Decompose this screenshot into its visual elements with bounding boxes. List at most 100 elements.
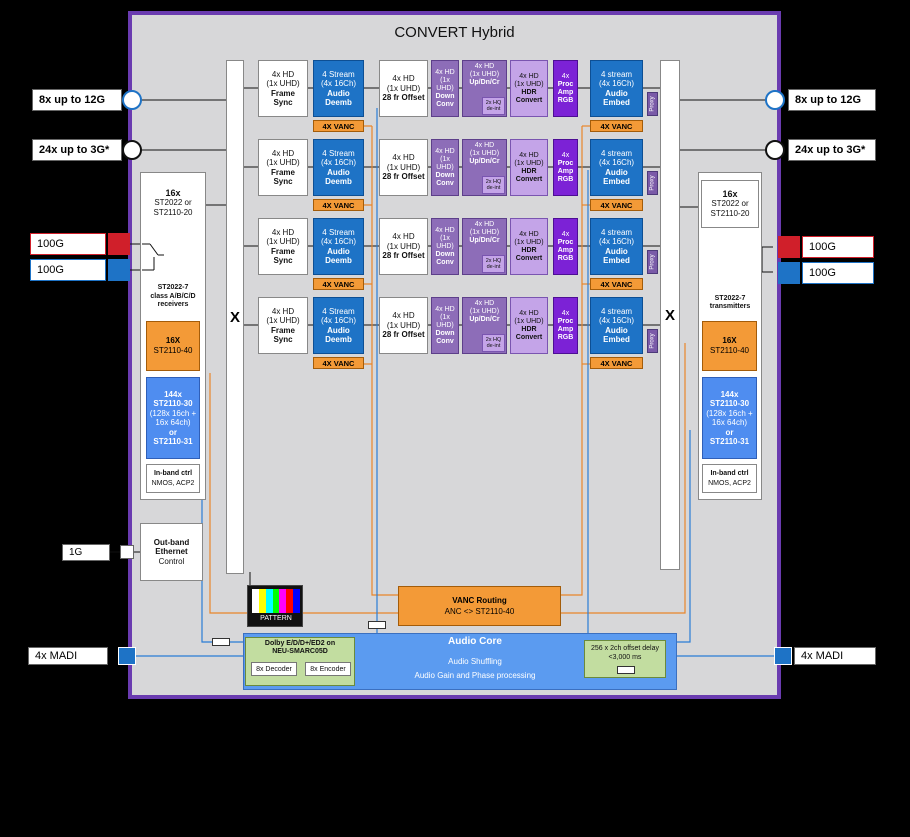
down-converter-text: (1x UHD)	[436, 155, 454, 171]
up-down-cross-converter-text: Up/Dn/Cr	[469, 316, 500, 323]
audio-deemb-text: (4x 16Ch)	[320, 158, 357, 167]
ethernet-port-icon	[120, 545, 134, 559]
hdr-converter-text: Convert	[515, 96, 543, 104]
audio-core-title: Audio Core	[448, 636, 502, 647]
left-st2110-40-block: 16X ST2110-40	[146, 321, 200, 371]
output-router-bar: X	[660, 60, 680, 570]
network-port-icon	[108, 233, 130, 255]
audio-embed-text: Embed	[603, 335, 630, 344]
receivers-line3: receivers	[157, 301, 189, 309]
frame-sync-text: Sync	[273, 98, 293, 107]
up-down-cross-converter-text: (1x UHD)	[469, 308, 500, 315]
vanc-insert-2: 4X VANC	[590, 199, 643, 211]
hdr-converter-text: (1x UHD)	[514, 159, 544, 167]
frame-offset-3: 4x HD(1x UHD)28 fr Offset	[379, 218, 428, 275]
frame-offset-text: 28 fr Offset	[382, 172, 425, 182]
input-100g-b: 100G	[30, 259, 106, 281]
down-converter-text: Down	[435, 329, 455, 337]
frame-offset-text: (1x UHD)	[386, 241, 421, 251]
left-st2110-40-count: 16X	[165, 336, 181, 345]
pattern-generator: PATTERN	[247, 585, 303, 627]
audio-core-line2: Audio Gain and Phase processing	[414, 671, 536, 680]
input-100g-a: 100G	[30, 233, 106, 255]
right-st2110-40-block: 16X ST2110-40	[702, 321, 757, 371]
frame-offset-text: 4x HD	[392, 311, 415, 321]
input-12g-label: 8x up to 12G	[32, 89, 122, 111]
hdr-converter-text: 4x HD	[519, 309, 539, 317]
proxy-text: Proxy	[649, 175, 656, 191]
frame-offset-1: 4x HD(1x UHD)28 fr Offset	[379, 60, 428, 117]
hdr-converter-text: 4x HD	[519, 151, 539, 159]
input-router-bar: X	[226, 60, 244, 574]
output-3g-label: 24x up to 3G*	[788, 139, 876, 161]
pattern-label: PATTERN	[260, 615, 292, 622]
audio-embed-text: (4x 16Ch)	[598, 316, 635, 325]
hdr-converter-text: HDR	[521, 167, 537, 175]
audio-embed-text: Audio	[605, 246, 628, 256]
vanc-extract-3: 4X VANC	[313, 278, 364, 290]
frame-sync-text: Sync	[273, 177, 293, 186]
outband-line1: Out-band	[153, 537, 190, 547]
down-converter-text: 4x HD	[435, 305, 455, 313]
frame-sync-text: (1x UHD)	[266, 79, 300, 88]
frame-offset-text: 28 fr Offset	[382, 93, 425, 103]
proc-amp-text: 4x	[561, 309, 570, 317]
hdr-converter-text: 4x HD	[519, 72, 539, 80]
delay-icon	[617, 666, 635, 674]
bnc-connector-icon	[122, 90, 142, 110]
receivers-line2: class A/B/C/D	[150, 292, 196, 300]
proc-amp-text: Proc	[557, 80, 574, 88]
proc-amp-text: Amp	[557, 167, 574, 175]
left-audio-line3: 16x 64ch)	[155, 418, 191, 427]
offset-delay-line1: 256 x 2ch offset delay	[591, 645, 659, 652]
madi-port-icon	[774, 647, 792, 665]
audio-embed-text: 4 stream	[600, 227, 633, 237]
audio-deemb-text: 4 Stream	[322, 306, 355, 316]
switch-icon	[140, 235, 165, 275]
receivers-line1: ST2022-7	[157, 284, 189, 292]
audio-embed-text: 4 stream	[600, 69, 633, 79]
frame-sync-text: Frame	[270, 167, 295, 177]
deinterlacer-text: 2x HQ	[485, 178, 502, 185]
right-st2022-block: 16x ST2022 or ST2110-20	[701, 180, 759, 228]
proc-amp-text: Proc	[557, 238, 574, 246]
audio-deemb-text: 4 Stream	[322, 148, 355, 158]
up-down-cross-converter-text: 4x HD	[474, 63, 495, 70]
vanc-insert-3: 4X VANC	[590, 278, 643, 290]
deinterlacer-text: de-int	[486, 185, 501, 191]
vanc-extract-4: 4X VANC	[313, 357, 364, 369]
proc-amp-text: Amp	[557, 325, 574, 333]
audio-deemb-text: Deemb	[325, 98, 352, 107]
left-audio-line1: ST2110-30	[153, 399, 193, 408]
audio-core-line1: Audio Shuffling	[448, 657, 502, 666]
transmitters-line1: ST2022-7	[714, 294, 746, 302]
bnc-connector-icon	[122, 140, 142, 160]
input-madi-label: 4x MADI	[28, 647, 108, 665]
hdr-converter-text: HDR	[521, 325, 537, 333]
left-audio-line2: (128x 16ch +	[149, 408, 197, 418]
right-audio-or: or	[725, 427, 734, 437]
outband-line3: Control	[158, 556, 185, 566]
frame-offset-text: 4x HD	[392, 232, 415, 242]
left-st2110-40-label: ST2110-40	[153, 346, 193, 355]
audio-embed-text: Embed	[603, 256, 630, 265]
left-st2022-line2: ST2110-20	[153, 207, 193, 217]
frame-offset-text: 28 fr Offset	[382, 330, 425, 340]
frame-sync-text: (1x UHD)	[266, 158, 300, 167]
audio-deemb-text: Audio	[327, 88, 350, 98]
hdr-converter-text: (1x UHD)	[514, 317, 544, 325]
down-converter-text: 4x HD	[435, 68, 455, 76]
proc-amp-text: 4x	[561, 230, 570, 238]
vanc-extract-2: 4X VANC	[313, 199, 364, 211]
right-st2110-40-count: 16X	[722, 336, 737, 345]
audio-embed-text: (4x 16Ch)	[598, 237, 635, 246]
left-st2022-line1: ST2022 or	[154, 198, 192, 208]
output-100g-a: 100G	[802, 236, 874, 258]
